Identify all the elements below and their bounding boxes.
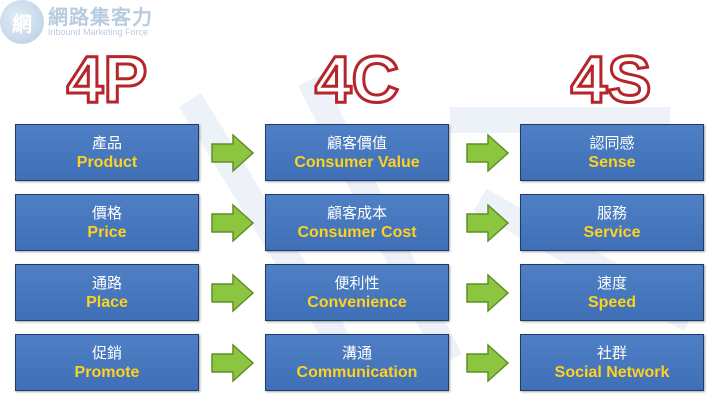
4s-box-social-network: 社群 Social Network: [520, 334, 704, 391]
right-arrow-icon: [466, 203, 510, 243]
box-zh-label: 通路: [91, 273, 122, 292]
heading-4c-text: 4C: [315, 42, 399, 112]
heading-4c: 4C: [257, 42, 457, 112]
right-arrow-icon: [466, 133, 510, 173]
box-zh-label: 顧客成本: [326, 203, 387, 222]
4p-box-product: 產品 Product: [15, 124, 199, 181]
logo-title: 網路集客力: [48, 4, 153, 29]
box-zh-label: 認同感: [589, 133, 635, 152]
box-en-label: Product: [76, 153, 138, 171]
box-zh-label: 社群: [596, 343, 627, 362]
box-en-label: Consumer Value: [294, 153, 420, 171]
4p-box-place: 通路 Place: [15, 264, 199, 321]
box-en-label: Service: [583, 223, 641, 241]
right-arrow-icon: [211, 273, 255, 313]
brand-logo: 網 網路集客力 Inbound Marketing Force: [0, 0, 153, 44]
box-en-label: Place: [86, 293, 128, 311]
box-en-label: Convenience: [307, 293, 407, 311]
right-arrow-icon: [466, 273, 510, 313]
right-arrow-icon: [211, 203, 255, 243]
right-arrow-icon: [466, 343, 510, 383]
box-zh-label: 顧客價值: [326, 133, 387, 152]
logo-badge-icon: 網: [0, 0, 44, 44]
box-zh-label: 產品: [91, 133, 122, 152]
4s-box-service: 服務 Service: [520, 194, 704, 251]
box-zh-label: 速度: [596, 273, 627, 292]
4s-box-speed: 速度 Speed: [520, 264, 704, 321]
box-en-label: Social Network: [554, 363, 670, 381]
4c-box-communication: 溝通 Communication: [265, 334, 449, 391]
box-zh-label: 價格: [91, 203, 122, 222]
right-arrow-icon: [211, 133, 255, 173]
heading-4p: 4P: [7, 42, 207, 112]
heading-4s: 4S: [511, 42, 711, 112]
box-en-label: Sense: [588, 153, 636, 171]
heading-4p-text: 4P: [67, 42, 148, 112]
box-en-label: Speed: [587, 293, 636, 311]
box-en-label: Price: [87, 223, 127, 241]
heading-4s-text: 4S: [571, 42, 652, 112]
logo-text: 網路集客力 Inbound Marketing Force: [48, 4, 153, 37]
4p-box-promote: 促銷 Promote: [15, 334, 199, 391]
box-en-label: Consumer Cost: [297, 223, 417, 241]
4c-box-consumer-cost: 顧客成本 Consumer Cost: [265, 194, 449, 251]
4p-box-price: 價格 Price: [15, 194, 199, 251]
right-arrow-icon: [211, 343, 255, 383]
logo-subtitle: Inbound Marketing Force: [48, 26, 149, 37]
4c-box-convenience: 便利性 Convenience: [265, 264, 449, 321]
box-zh-label: 促銷: [91, 343, 122, 362]
box-zh-label: 便利性: [334, 273, 380, 292]
box-en-label: Promote: [74, 363, 140, 381]
box-zh-label: 溝通: [341, 343, 372, 362]
4s-box-sense: 認同感 Sense: [520, 124, 704, 181]
4c-box-consumer-value: 顧客價值 Consumer Value: [265, 124, 449, 181]
box-zh-label: 服務: [596, 203, 627, 222]
box-en-label: Communication: [296, 363, 418, 381]
